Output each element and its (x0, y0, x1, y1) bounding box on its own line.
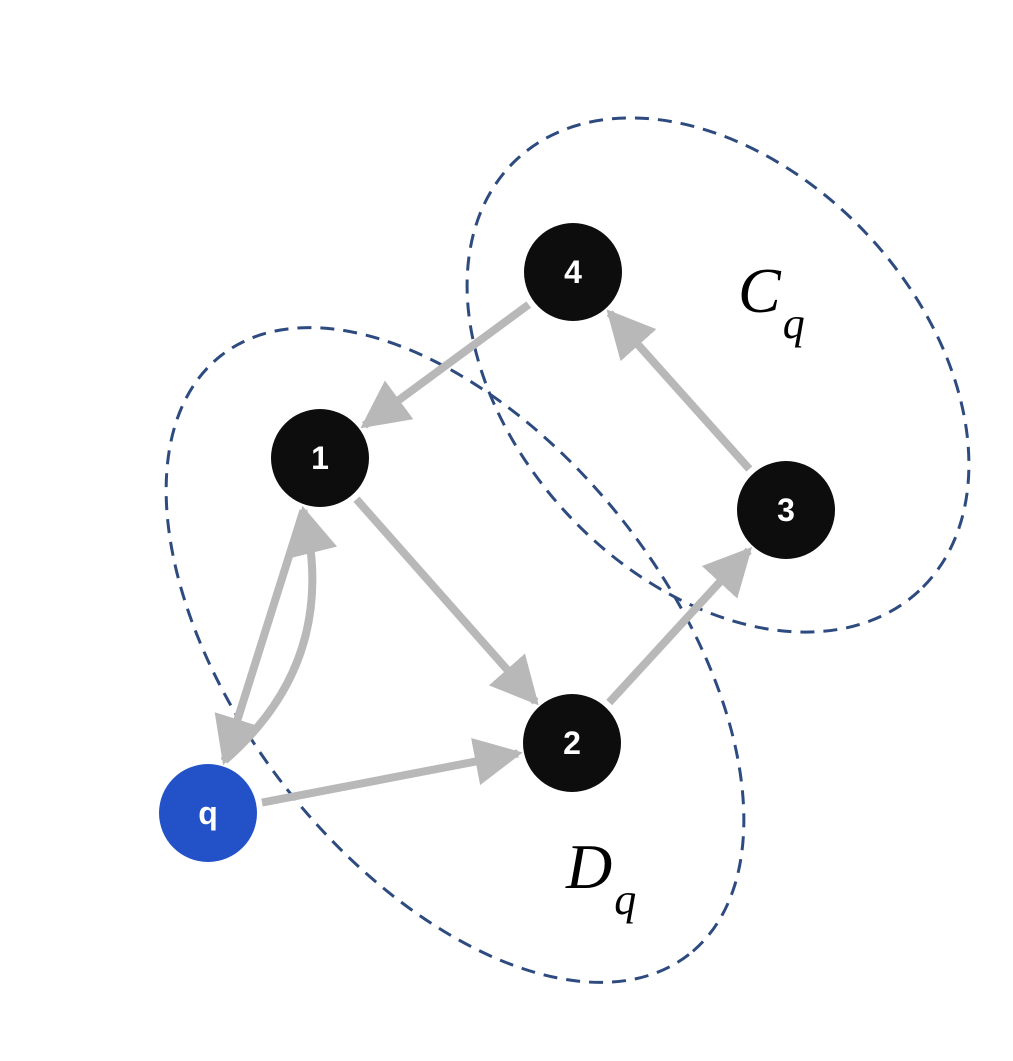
node-1-circle (271, 409, 369, 507)
set-label-d: Dq (565, 831, 636, 924)
node-q: q (159, 764, 257, 862)
node-3-circle (737, 461, 835, 559)
edge-q-to-2 (261, 737, 523, 807)
node-q-circle (159, 764, 257, 862)
set-label-d-sub: q (614, 875, 636, 924)
node-1: 1 (271, 409, 369, 507)
node-4: 4 (524, 223, 622, 321)
edge-1-to-2 (353, 496, 539, 706)
set-outline-d (164, 326, 746, 984)
set-label-d-main: D (565, 831, 612, 902)
node-2-label: 2 (563, 725, 581, 761)
node-2: 2 (523, 694, 621, 792)
node-1-label: 1 (311, 440, 329, 476)
set-outline-c (465, 116, 971, 634)
node-3: 3 (737, 461, 835, 559)
edge-3-to-4 (606, 309, 753, 472)
node-2-circle (523, 694, 621, 792)
set-label-c-sub: q (783, 299, 805, 348)
node-3-label: 3 (777, 492, 795, 528)
edge-4-to-1 (360, 301, 532, 429)
edge-2-to-3 (606, 546, 753, 706)
edges-layer (214, 301, 753, 807)
set-label-c-main: C (738, 255, 782, 326)
edge-1-to-q (214, 509, 308, 766)
node-4-label: 4 (564, 254, 582, 290)
node-4-circle (524, 223, 622, 321)
set-label-c: Cq (738, 255, 805, 348)
node-q-label: q (198, 795, 218, 831)
